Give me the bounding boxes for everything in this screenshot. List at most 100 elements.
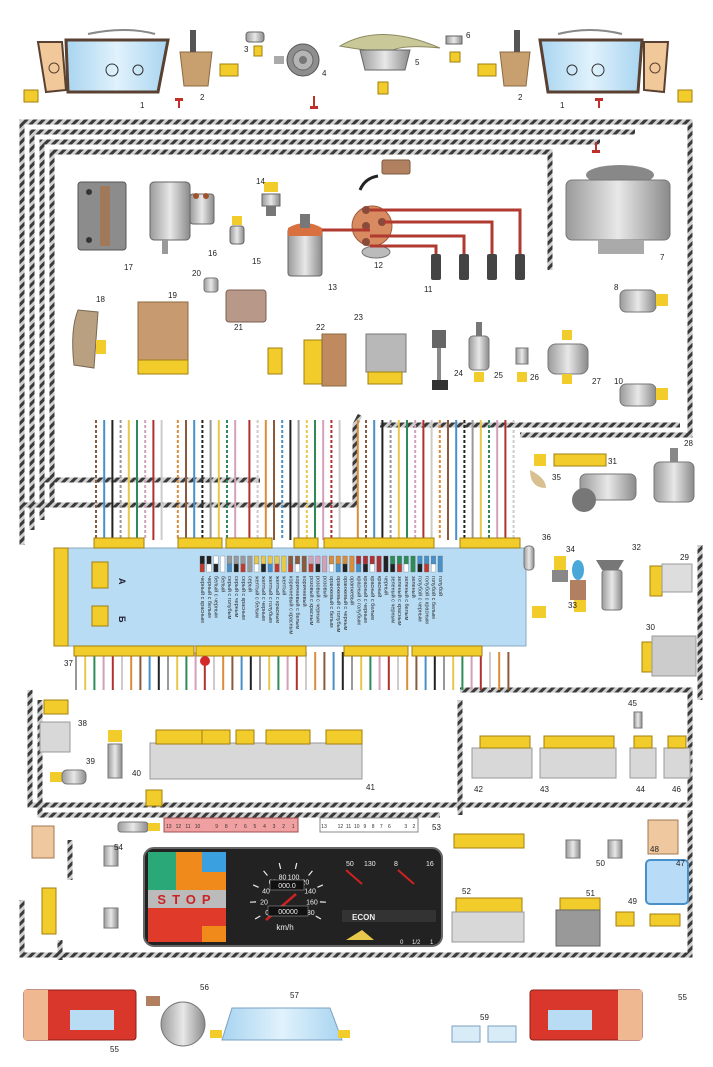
cluster-pin-label: 13 [166,824,172,830]
legend-entry: красный [376,555,383,597]
glovebox-lamp [523,545,546,618]
temp-max: 130 [364,861,376,868]
ignition-coil [287,214,323,277]
speed-tick [254,915,261,920]
reverse-light-switch [468,322,490,382]
rear-light-right [529,989,643,1041]
component-number-windshield-wiper-motor: 31 [608,457,617,466]
legend-swatch [308,555,314,565]
legend-entry: серый [247,555,254,592]
relay-label-a: А [117,578,127,585]
legend-entry: коричневый с красным [287,555,294,635]
component-number-choke-indicator-switch: 54 [114,843,123,852]
legend-entry: желтый с черным [260,555,267,621]
component-number-instrument-cluster: 53 [432,823,441,832]
legend-swatch [417,555,423,565]
component-number-ignition-distributor: 12 [374,261,383,270]
legend-swatch [390,563,396,573]
legend-entry: красный с голубым [355,555,362,625]
legend-swatch [261,563,266,573]
fuse-box-connector [93,537,145,549]
component-number-headlight-wiper-motor-right: 8 [614,283,619,292]
legend-swatch [213,563,219,573]
component-number-reverse-light-switch: 25 [494,371,503,380]
legend-swatch [363,563,368,573]
component-number-rear-light-left: 55 [110,1045,119,1054]
legend-swatch [383,555,389,573]
legend-swatch [267,555,273,565]
ignition-relay [555,897,601,947]
ignition-switch [451,833,525,943]
legend-label: желтый с белым [253,576,260,618]
windshield-wiper-motor [553,453,637,512]
component-number-brake-light-switch: 34 [566,545,575,554]
legend-label: желтый с голубым [267,576,274,623]
legend-swatch [329,563,334,573]
legend-swatch [356,555,362,565]
cluster-pin-label: 7 [380,824,383,830]
exterior-lights-switch [471,735,533,779]
component-number-oil-pressure-sensor: 14 [256,177,265,186]
relay-label-b: Б [117,616,127,623]
radiator-fan-motor [338,34,441,95]
fuel-gauge-sender [146,996,206,1047]
temp-min: 50 [346,861,354,868]
component-number-headlight-washer-motor-right: 2 [518,93,523,102]
component-number-underhood-lamp: 35 [552,473,561,482]
speed-tick-label: 20 [260,899,268,906]
legend-swatch [369,555,375,565]
component-number-brake-lamp-switch: 40 [132,769,141,778]
legend-label: желтый с красным [274,576,281,623]
speed-tick [294,862,298,870]
cluster-pin-label: 11 [185,824,190,830]
fuse-box-connector [411,645,483,657]
legend-entry: оранжевый с черным [342,555,349,631]
legend-swatch [267,563,273,573]
legend-label: серый с голубым [226,576,233,620]
speed-tick [278,862,282,870]
component-number-door-switch: 49 [628,897,637,906]
starter [149,181,215,254]
cluster-pin-label: 12 [176,824,182,830]
cluster-pin-label: 12 [338,824,344,830]
legend-entry: розовый с черным [315,555,322,623]
instrument-light-rheostat [39,699,71,753]
legend-entry: голубой [437,555,444,596]
legend-label: коричневый [301,576,308,607]
legend-swatch [281,555,287,573]
headlight-washer-motor-left [179,30,213,87]
legend-label: оранжевый с черным [342,576,349,631]
windshield-washer-pump [619,383,668,407]
legend-swatch [301,555,307,573]
legend-entry: черный [383,555,390,595]
wire-bundle-top [95,420,515,540]
component-number-switch-unit: 20 [192,269,201,278]
component-number-carburetor-solenoid: 26 [530,373,539,382]
legend-label: черный с белым [206,576,213,618]
parking-brake-switch [50,769,87,785]
legend-label: черный [383,576,390,595]
legend-entry: зеленый с черным [389,555,396,623]
legend-label: желтый [281,576,288,595]
component-number-steering-column-switches: 41 [366,783,375,792]
relay [365,333,407,385]
fuse-box-indicator [200,656,210,666]
choke-indicator-switch [117,821,160,833]
legend-label: голубой с красным [423,576,430,624]
legend-entry: оранжевый [349,555,356,605]
fuse-box-connector [195,645,307,657]
legend-swatch [431,563,436,573]
cluster-pin-label: 4 [263,824,266,830]
legend-swatch [220,555,226,573]
legend-swatch [335,563,341,573]
legend-label: коричневый с красным [287,576,294,635]
legend-entry: серый с черным [233,555,240,618]
cluster-pin-label: 9 [364,824,367,830]
legend-swatch [369,563,375,573]
component-number-rear-window-heater: 57 [290,991,299,1000]
component-number-side-repeater-lamp: 33 [568,601,577,610]
legend-entry: оранжевый с голубым [335,555,342,633]
steering-column-switches [149,729,363,780]
